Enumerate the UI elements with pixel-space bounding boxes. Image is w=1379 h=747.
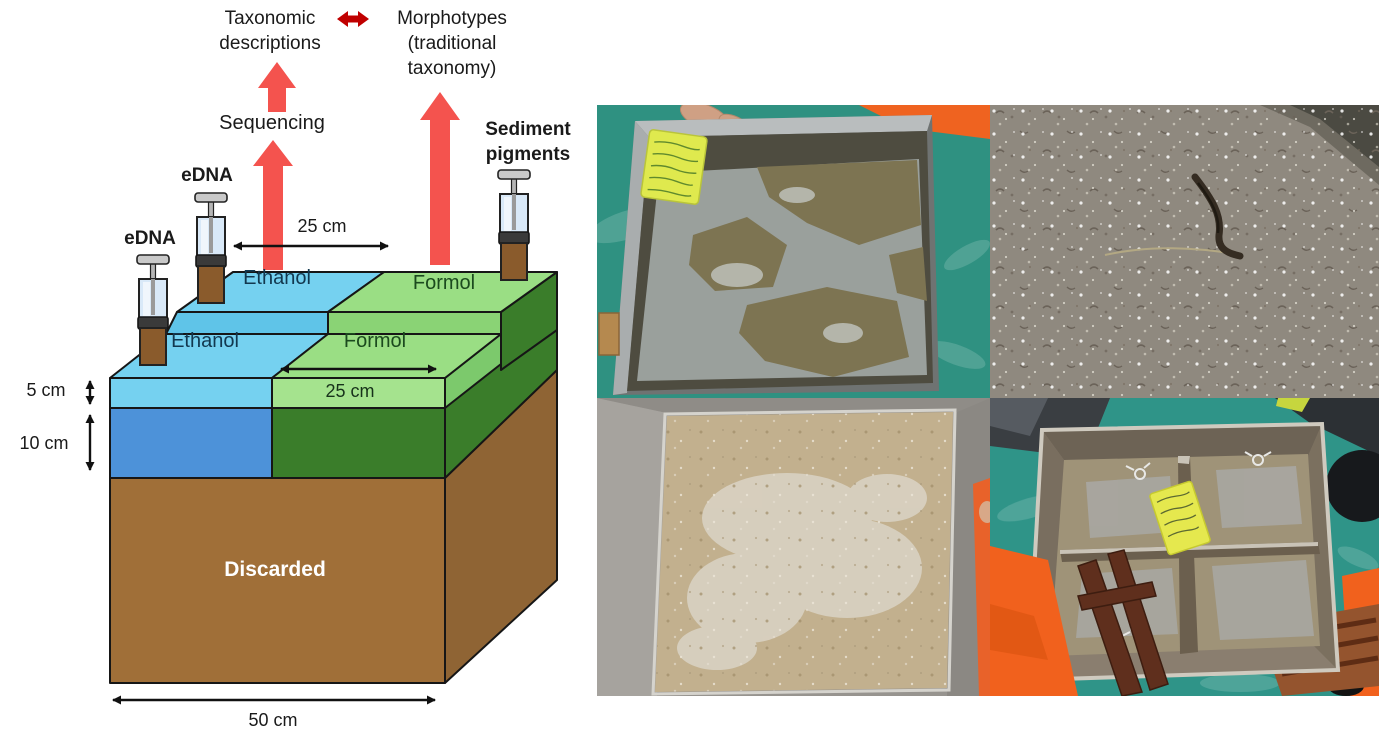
label-dim-50cm: 50 cm	[248, 710, 298, 730]
sediment-patches	[689, 160, 927, 377]
label-dim-25cm-top: 25 cm	[297, 216, 347, 236]
divided-box	[1025, 421, 1341, 683]
dimension-arrows	[85, 241, 437, 705]
wooden-block	[598, 312, 620, 356]
hi-vis-stripe	[1276, 398, 1310, 412]
orange-suit-edge	[973, 478, 990, 696]
photo-box-corer-water	[597, 105, 990, 398]
label-dim-5cm: 5 cm	[26, 380, 66, 400]
box-top-faces	[109, 271, 558, 379]
double-arrow-icon	[337, 11, 369, 27]
label-ethanol-front: Ethanol	[171, 330, 239, 352]
label-dim-10cm: 10 cm	[19, 433, 69, 453]
photo-divided-box-corer	[990, 398, 1379, 696]
label-formol-back: Formol	[412, 272, 476, 294]
box-front-faces	[109, 377, 446, 684]
label-sequencing: Sequencing	[219, 112, 325, 134]
label-ethanol-back: Ethanol	[243, 267, 311, 289]
label-dim-25cm-front: 25 cm	[325, 381, 375, 401]
edna-syringe-front	[136, 254, 170, 366]
box-east-faces	[444, 271, 558, 684]
arrow-ethanol-to-sequencing	[253, 140, 293, 270]
photo-sediment-surface	[990, 105, 1379, 398]
label-formol-front: Formol	[343, 330, 407, 352]
clamp-lever	[1077, 549, 1169, 696]
sample-label-center	[1149, 480, 1211, 556]
arrow-formol-to-morphotypes	[420, 92, 460, 265]
edna-syringe-back	[194, 192, 228, 304]
diagram-graphics	[85, 11, 558, 705]
box-wall-left	[597, 398, 667, 696]
photo-muddy-sediment	[597, 398, 990, 696]
label-edna-front: eDNA	[124, 228, 176, 249]
quadrant-formol-back	[327, 271, 558, 313]
crew-clothing-top-right	[1275, 398, 1379, 456]
label-edna-back: eDNA	[181, 165, 233, 186]
process-arrows	[253, 11, 460, 270]
arrow-sequencing-to-taxonomy	[258, 62, 296, 112]
sample-label	[640, 129, 708, 205]
deck-fitting	[1326, 450, 1379, 522]
label-discarded: Discarded	[224, 558, 326, 581]
sediment-pigments-syringe	[497, 169, 531, 281]
box-wall-top	[597, 398, 990, 413]
